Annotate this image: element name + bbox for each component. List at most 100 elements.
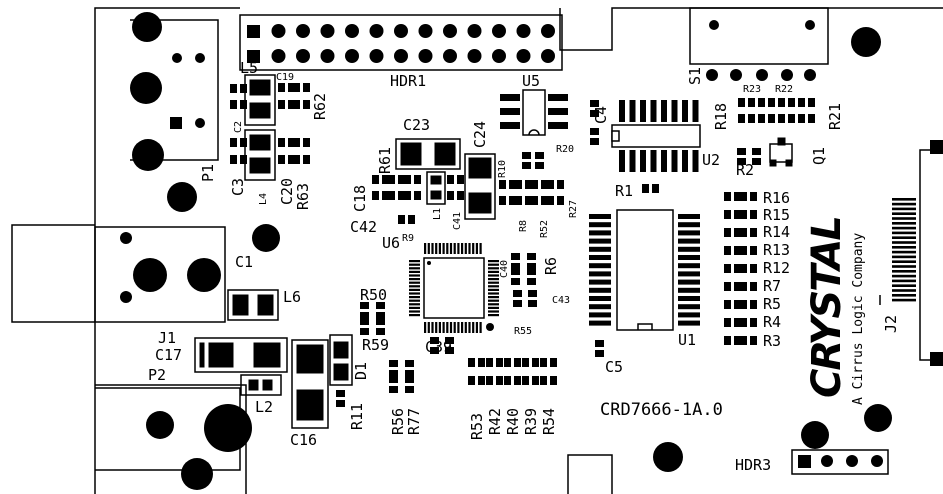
smd-pad: [788, 98, 795, 107]
smd-pad: [808, 98, 815, 107]
ic-pin: [449, 322, 453, 333]
label-c41: C41: [452, 212, 463, 230]
label-d1: D1: [352, 362, 370, 380]
ic-pin: [678, 214, 700, 219]
smd-pad: [532, 376, 539, 385]
smd-pad: [240, 84, 247, 93]
label-r62: R62: [311, 93, 329, 120]
smd-pad: [278, 138, 285, 147]
ic-pin: [409, 288, 420, 291]
ic-pin: [682, 150, 688, 172]
ic-pin: [457, 322, 460, 333]
smd-pad: [447, 175, 454, 184]
smd-pad: [788, 114, 795, 123]
ic-pin: [438, 243, 441, 254]
label-p2: P2: [148, 366, 166, 384]
label-c16: C16: [290, 431, 317, 449]
label-c43: C43: [552, 295, 570, 306]
edge-pin: [892, 217, 916, 220]
ic-pin: [678, 271, 700, 277]
smd-pad: [293, 138, 300, 147]
smd-pad: [230, 84, 237, 93]
smd-pad: [515, 196, 522, 205]
smd-pad: [808, 114, 815, 123]
label-u2: U2: [702, 151, 720, 169]
ic-pin: [431, 243, 434, 254]
header-pin: [394, 24, 408, 38]
smd-pad: [278, 83, 285, 92]
ic-pin: [661, 100, 667, 122]
ic-pin: [589, 263, 611, 269]
label-r21: R21: [826, 103, 844, 130]
smd-pad: [514, 376, 521, 385]
edge-pin: [892, 226, 916, 230]
smd-pad: [278, 100, 285, 109]
header-pin: [271, 49, 286, 63]
ic-pin: [589, 222, 611, 228]
ic-pin: [488, 314, 499, 317]
connector-j1: [94, 224, 280, 323]
smd-pad: [724, 300, 731, 309]
label-r14: R14: [763, 223, 790, 241]
ic-pin: [589, 287, 611, 293]
smd-pad: [547, 180, 554, 189]
smd-pad: [740, 318, 747, 327]
smd-pad: [504, 376, 511, 385]
smd-pad: [336, 400, 345, 407]
label-c17: C17: [155, 346, 182, 364]
ic-pin: [442, 322, 445, 333]
ic-pin: [589, 296, 611, 301]
smd-pad: [382, 191, 389, 200]
ic-pin: [431, 322, 434, 333]
ic-pin: [409, 278, 420, 281]
label-r23: R23: [743, 84, 761, 95]
smd-pad: [389, 360, 398, 367]
edge-pin: [892, 236, 916, 239]
ic-pin: [468, 322, 471, 333]
smd-pad: [376, 328, 385, 335]
smd-pad: [405, 370, 414, 377]
label-r13: R13: [763, 241, 790, 259]
label-c4: C4: [592, 106, 610, 124]
edge-pin: [892, 294, 916, 297]
smd-pad: [557, 180, 564, 189]
connector-j2: [879, 140, 943, 366]
label-r20: R20: [556, 144, 574, 155]
ic-pin: [464, 243, 467, 254]
ic-pin: [671, 100, 678, 122]
smd-pad: [509, 180, 516, 189]
label-l1: L1: [432, 208, 443, 220]
smd-pad: [522, 162, 531, 169]
edge-pin: [892, 250, 916, 254]
label-r3: R3: [763, 332, 781, 350]
smd-pad: [734, 246, 741, 255]
ic-pin: [589, 271, 611, 277]
smd-pad: [734, 192, 741, 201]
smd-pad: [230, 138, 237, 147]
smd-pad: [750, 300, 757, 309]
label-c1: C1: [235, 253, 253, 271]
smd-pad: [738, 114, 745, 123]
label-r40: R40: [504, 408, 522, 435]
label-hdr1: HDR1: [390, 72, 426, 90]
label-r55: R55: [514, 326, 532, 337]
label-r63: R63: [294, 183, 312, 210]
ic-pin: [409, 292, 420, 295]
smd-pad: [509, 196, 516, 205]
label-r56: R56: [389, 408, 407, 435]
ic-pin: [589, 246, 611, 252]
smd-pad: [557, 196, 564, 205]
smd-pad: [230, 100, 237, 109]
label-r16: R16: [763, 189, 790, 207]
smd-pad: [522, 376, 529, 385]
smd-pad: [740, 336, 747, 345]
ic-pin: [449, 243, 453, 254]
smd-pad: [293, 83, 300, 92]
label-r1: R1: [615, 182, 633, 200]
connector-top-left: [130, 12, 219, 212]
ic-pin: [678, 287, 700, 293]
smd-pad: [293, 100, 300, 109]
ic-pin: [488, 263, 499, 266]
tagline: A Cirrus Logic Company: [851, 233, 866, 405]
edge-pin: [892, 241, 916, 244]
